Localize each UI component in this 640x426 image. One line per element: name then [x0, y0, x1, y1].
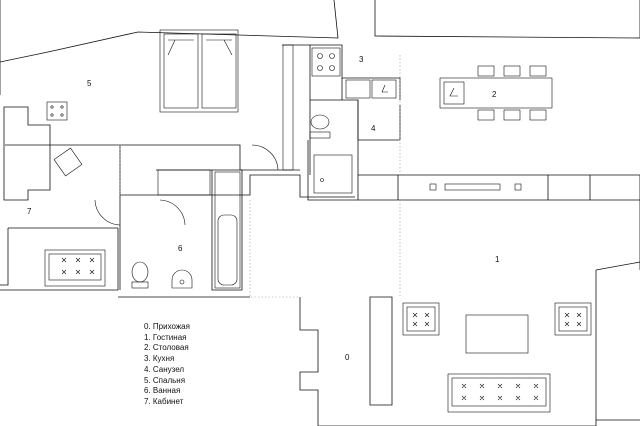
tv-stand	[429, 183, 522, 191]
zone-corridor	[249, 200, 300, 298]
wardrobe	[157, 44, 294, 196]
wall-top-left	[0, 0, 339, 63]
room-label-7: 7	[27, 207, 32, 216]
legend-item: 2. Столовая	[144, 343, 189, 353]
dining-table	[439, 65, 553, 121]
wall-hall-stub	[369, 296, 393, 406]
wall-room6	[156, 169, 243, 291]
wall-corridor	[120, 174, 355, 198]
wall-bedroom-north	[0, 44, 311, 175]
stove	[311, 47, 341, 77]
wall-left-notch	[3, 106, 51, 201]
armchair-study	[53, 147, 83, 177]
room-label-5: 5	[87, 79, 92, 88]
legend-item: 7. Кабинет	[144, 396, 184, 406]
wall-living-north	[358, 174, 640, 201]
room-label-3: 3	[359, 55, 364, 64]
wall-core-block	[307, 44, 359, 201]
room-label-6: 6	[178, 244, 183, 253]
wall-right-bottom	[595, 261, 640, 426]
wall-left-bottom	[0, 227, 250, 298]
wall-bottom-left	[299, 297, 596, 426]
room-label-2: 2	[492, 90, 497, 99]
door-room7	[94, 199, 121, 226]
door-bedroom	[251, 144, 279, 171]
room-legend: 0. Прихожая 1. Гостиная 2. Столовая 3. К…	[144, 322, 190, 408]
armchair-left	[402, 302, 440, 336]
legend-item: 4. Санузел	[144, 364, 185, 374]
bathtub	[214, 171, 241, 289]
legend-item: 5. Спальня	[144, 375, 186, 385]
bed	[159, 29, 239, 113]
room-label-4: 4	[371, 124, 376, 133]
shower	[313, 154, 353, 194]
nightstand	[46, 101, 68, 121]
legend-item: 6. Ванная	[144, 386, 181, 396]
toilet-room6	[131, 261, 149, 289]
sofa-living	[447, 373, 551, 413]
kitchen-counter	[345, 79, 397, 99]
armchair-right	[554, 302, 592, 336]
legend-item: 0. Прихожая	[144, 322, 190, 331]
toilet-room4	[309, 114, 331, 139]
sink-room6	[171, 269, 193, 289]
wall-top-right	[374, 0, 640, 39]
door-room6	[159, 199, 186, 226]
legend-item: 3. Кухня	[144, 354, 175, 364]
coffee-table	[465, 314, 529, 354]
room-label-0: 0	[345, 353, 350, 362]
sofa-study	[44, 249, 106, 287]
room-label-1: 1	[495, 255, 500, 264]
legend-item: 1. Гостиная	[144, 332, 187, 342]
